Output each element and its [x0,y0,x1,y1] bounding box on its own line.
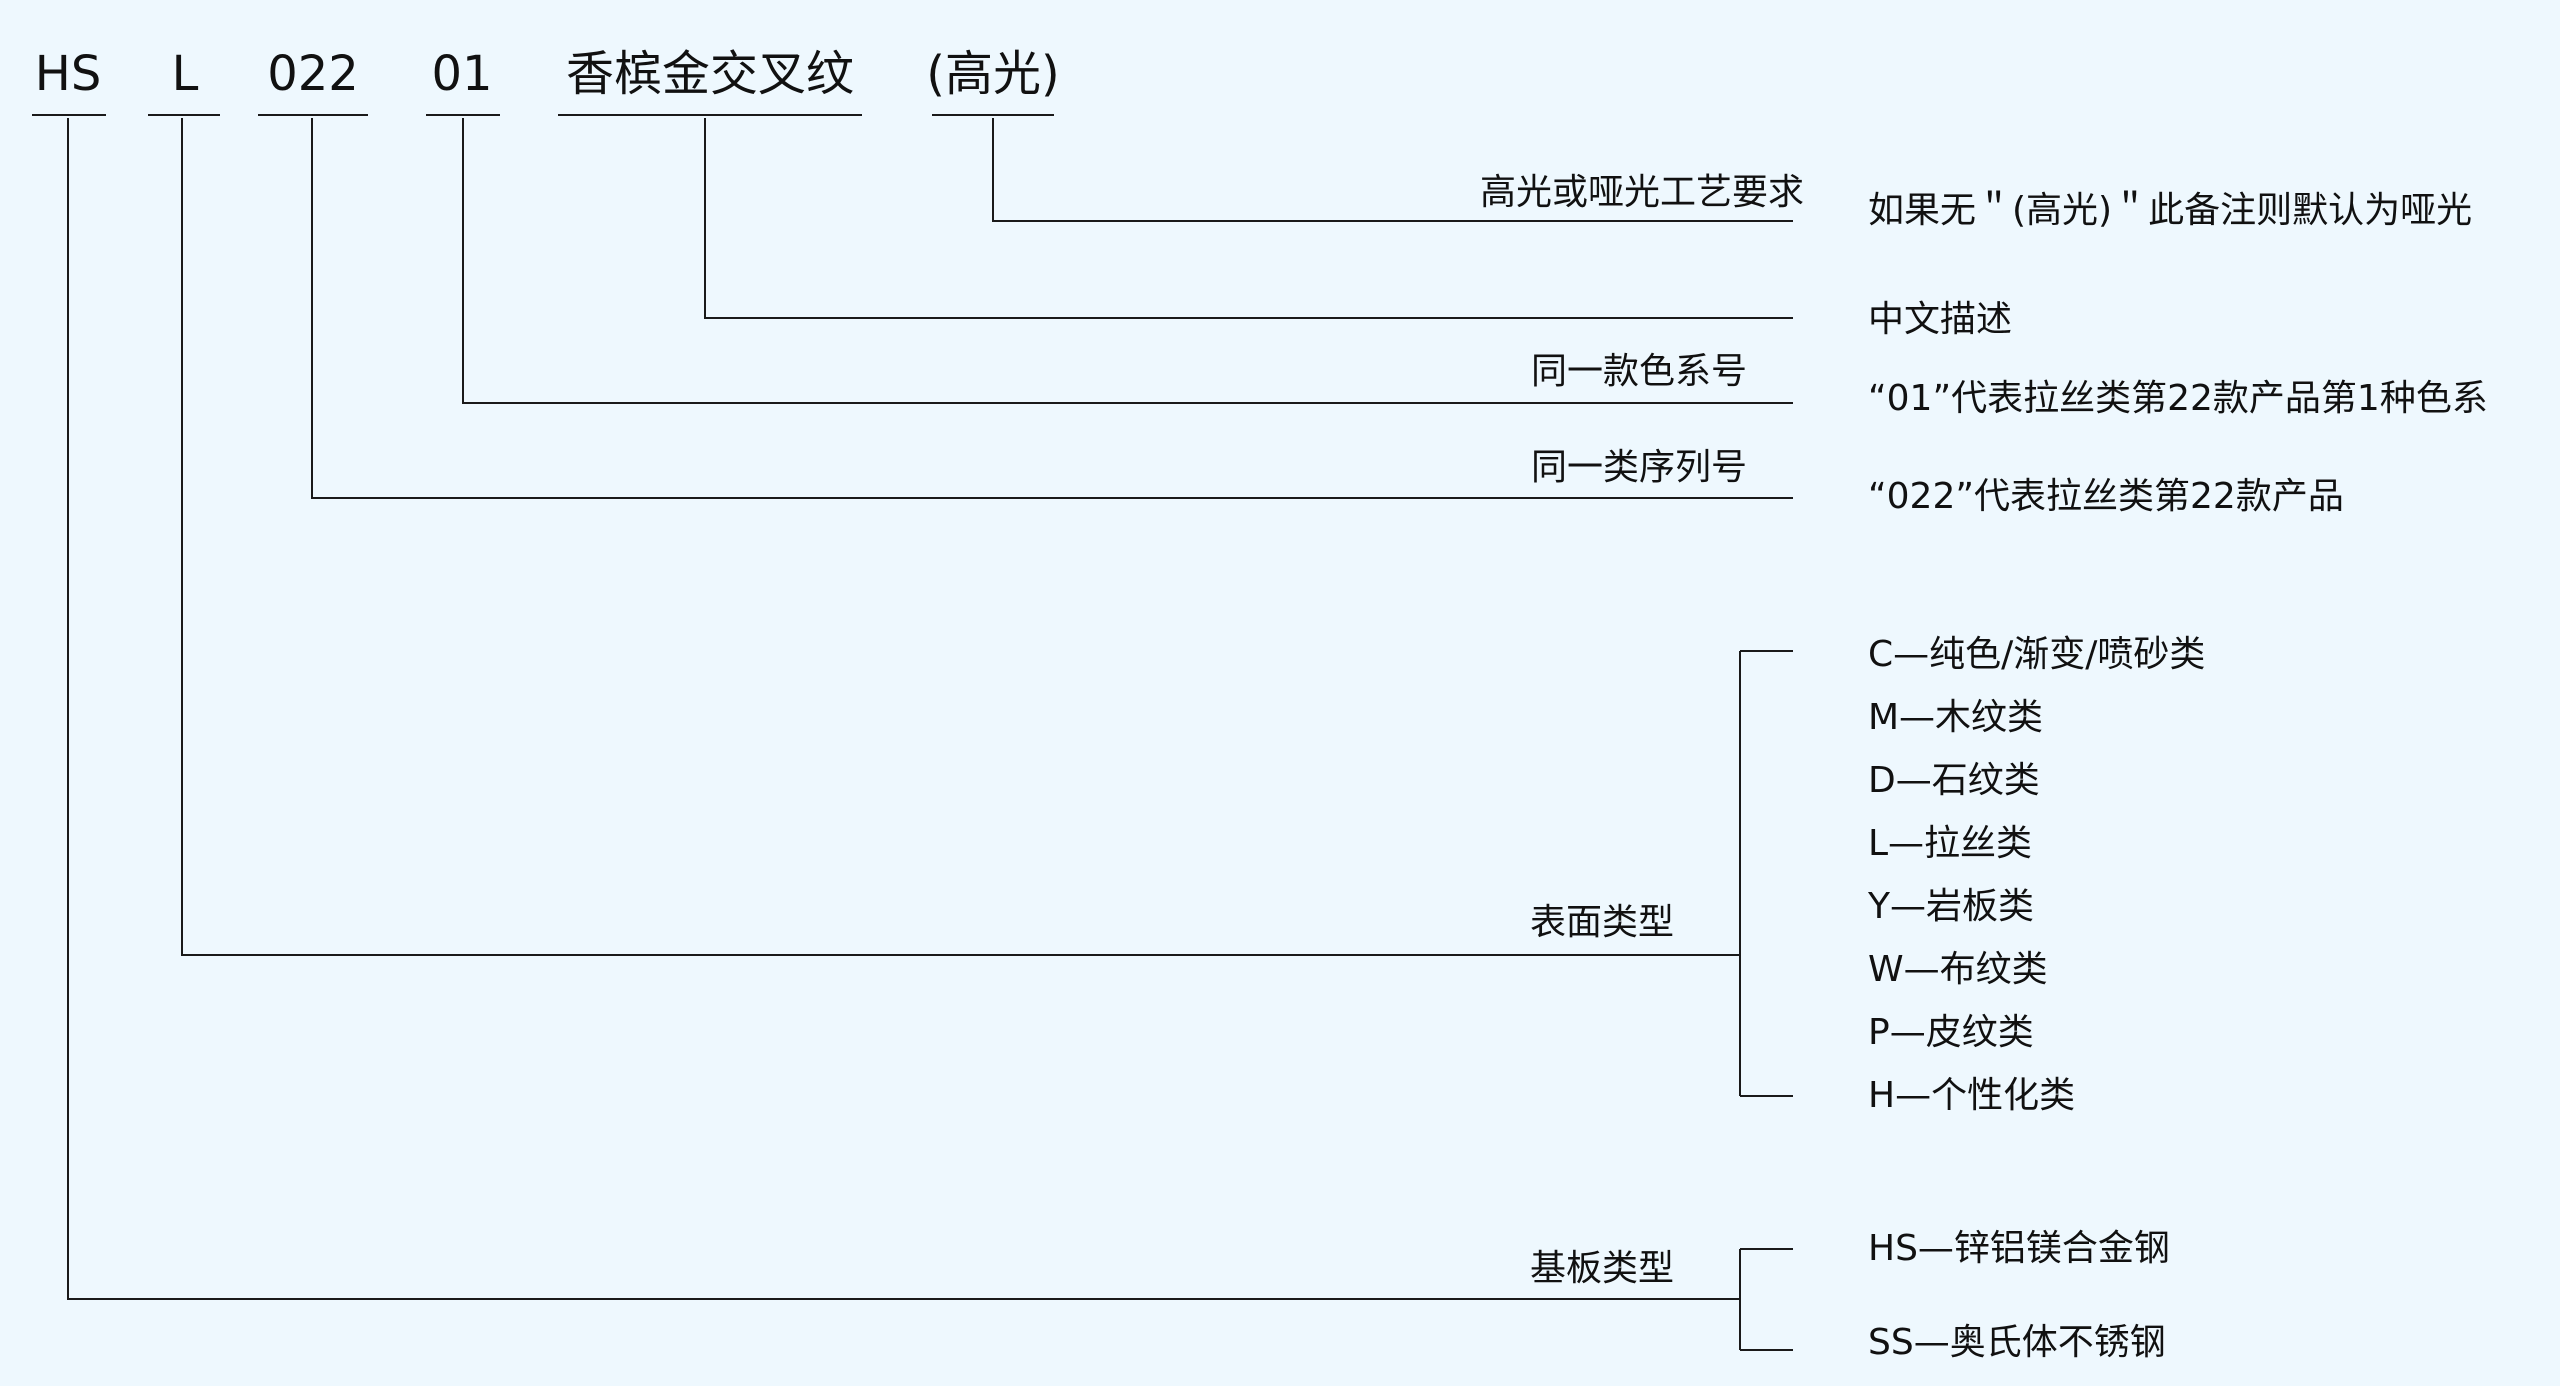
connector-color: 同一款色系号 “01”代表拉丝类第22款产品第1种色系 [461,118,2488,419]
connector-finish: 高光或哑光工艺要求 如果无＂(高光)＂此备注则默认为哑光 [991,118,2472,231]
finish-label: 高光或哑光工艺要求 [1480,172,1804,213]
substrate-option: HS—锌铝镁合金钢 [1868,1228,2170,1269]
substrate-label: 基板类型 [1530,1248,1674,1289]
series-label: 同一类序列号 [1531,447,1747,488]
surface-option: W—布纹类 [1868,949,2048,990]
chinese-description: 中文描述 [1868,299,2012,340]
surface-option: L—拉丝类 [1868,823,2032,864]
surface-option: Y—岩板类 [1867,886,2034,927]
surface-option: D—石纹类 [1868,760,2040,801]
substrate-options: HS—锌铝镁合金钢 SS—奥氏体不锈钢 [1868,1228,2170,1363]
connector-surface: 表面类型 C—纯色/渐变/喷砂类 M—木纹类 D—石纹类 L—拉丝类 Y—岩板类… [180,118,2205,1116]
color-label: 同一款色系号 [1531,351,1747,392]
surface-option: C—纯色/渐变/喷砂类 [1868,634,2205,675]
code-part-color: 01 [431,46,492,102]
connector-substrate: 基板类型 HS—锌铝镁合金钢 SS—奥氏体不锈钢 [66,118,2170,1363]
surface-options: C—纯色/渐变/喷砂类 M—木纹类 D—石纹类 L—拉丝类 Y—岩板类 W—布纹… [1867,634,2205,1116]
series-description: “022”代表拉丝类第22款产品 [1868,476,2344,517]
code-segments: HS L 022 01 香槟金交叉纹 (高光) [35,46,1060,102]
surface-option: P—皮纹类 [1868,1012,2034,1053]
code-part-substrate: HS [35,46,102,102]
connector-series: 同一类序列号 “022”代表拉丝类第22款产品 [310,118,2344,517]
code-part-chinese: 香槟金交叉纹 [566,46,854,102]
surface-option: H—个性化类 [1868,1075,2075,1116]
code-part-surface: L [172,46,199,102]
code-part-series: 022 [267,46,359,102]
color-description: “01”代表拉丝类第22款产品第1种色系 [1868,378,2488,419]
substrate-option: SS—奥氏体不锈钢 [1868,1322,2166,1363]
connector-chinese: 中文描述 [703,118,2012,340]
code-part-finish: (高光) [926,46,1059,102]
surface-label: 表面类型 [1530,902,1674,943]
surface-option: M—木纹类 [1868,697,2043,738]
finish-description: 如果无＂(高光)＂此备注则默认为哑光 [1868,190,2472,231]
